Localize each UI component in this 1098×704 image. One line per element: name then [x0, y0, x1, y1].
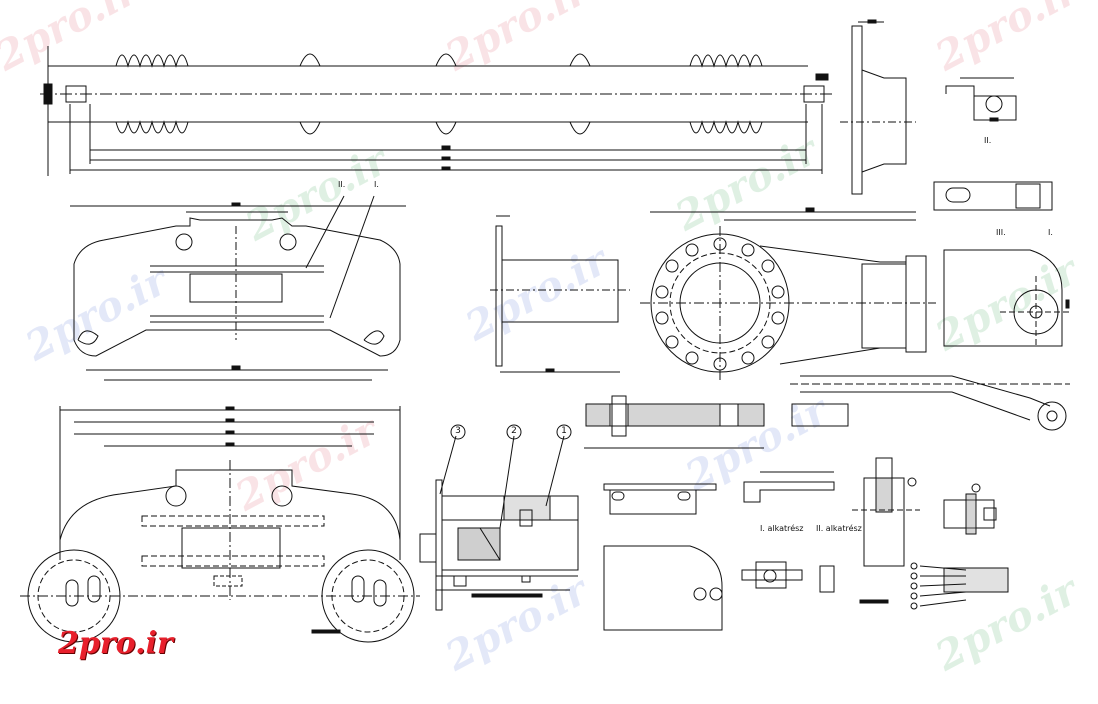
section-label-i-right: I.	[1048, 228, 1053, 237]
bolt-holes	[655, 237, 785, 371]
detail-label-alkatresz-1: I. alkatrész	[760, 524, 804, 533]
lever-bracket	[933, 181, 1072, 348]
long-arm	[790, 375, 1070, 431]
plate-side-view	[490, 215, 630, 373]
balloon-number: 1	[561, 426, 567, 436]
site-logo: 2pro.ir	[58, 626, 173, 661]
small-parts	[603, 471, 835, 631]
balloon-number: 2	[511, 426, 517, 436]
shaft-elevation	[40, 46, 832, 176]
bracket-plate-with-wheels	[20, 406, 420, 643]
vertical-section-detail	[852, 457, 920, 604]
flange-side-view	[840, 19, 916, 195]
section-label-ii: II.	[338, 180, 346, 189]
bracket-plate-top-view	[70, 195, 406, 381]
bearing-assembly-section	[419, 424, 579, 611]
detail-ii-small	[945, 77, 1017, 122]
balloon-number: 3	[455, 426, 461, 436]
coupling-details	[741, 483, 1009, 610]
detail-label-alkatresz-2: II. alkatrész	[816, 524, 862, 533]
section-label-iii: III.	[996, 228, 1006, 237]
section-label-i: I.	[374, 180, 379, 189]
section-label-ii-small: II.	[984, 136, 992, 145]
section-strip	[584, 395, 849, 449]
round-flange-with-arm	[640, 207, 936, 382]
